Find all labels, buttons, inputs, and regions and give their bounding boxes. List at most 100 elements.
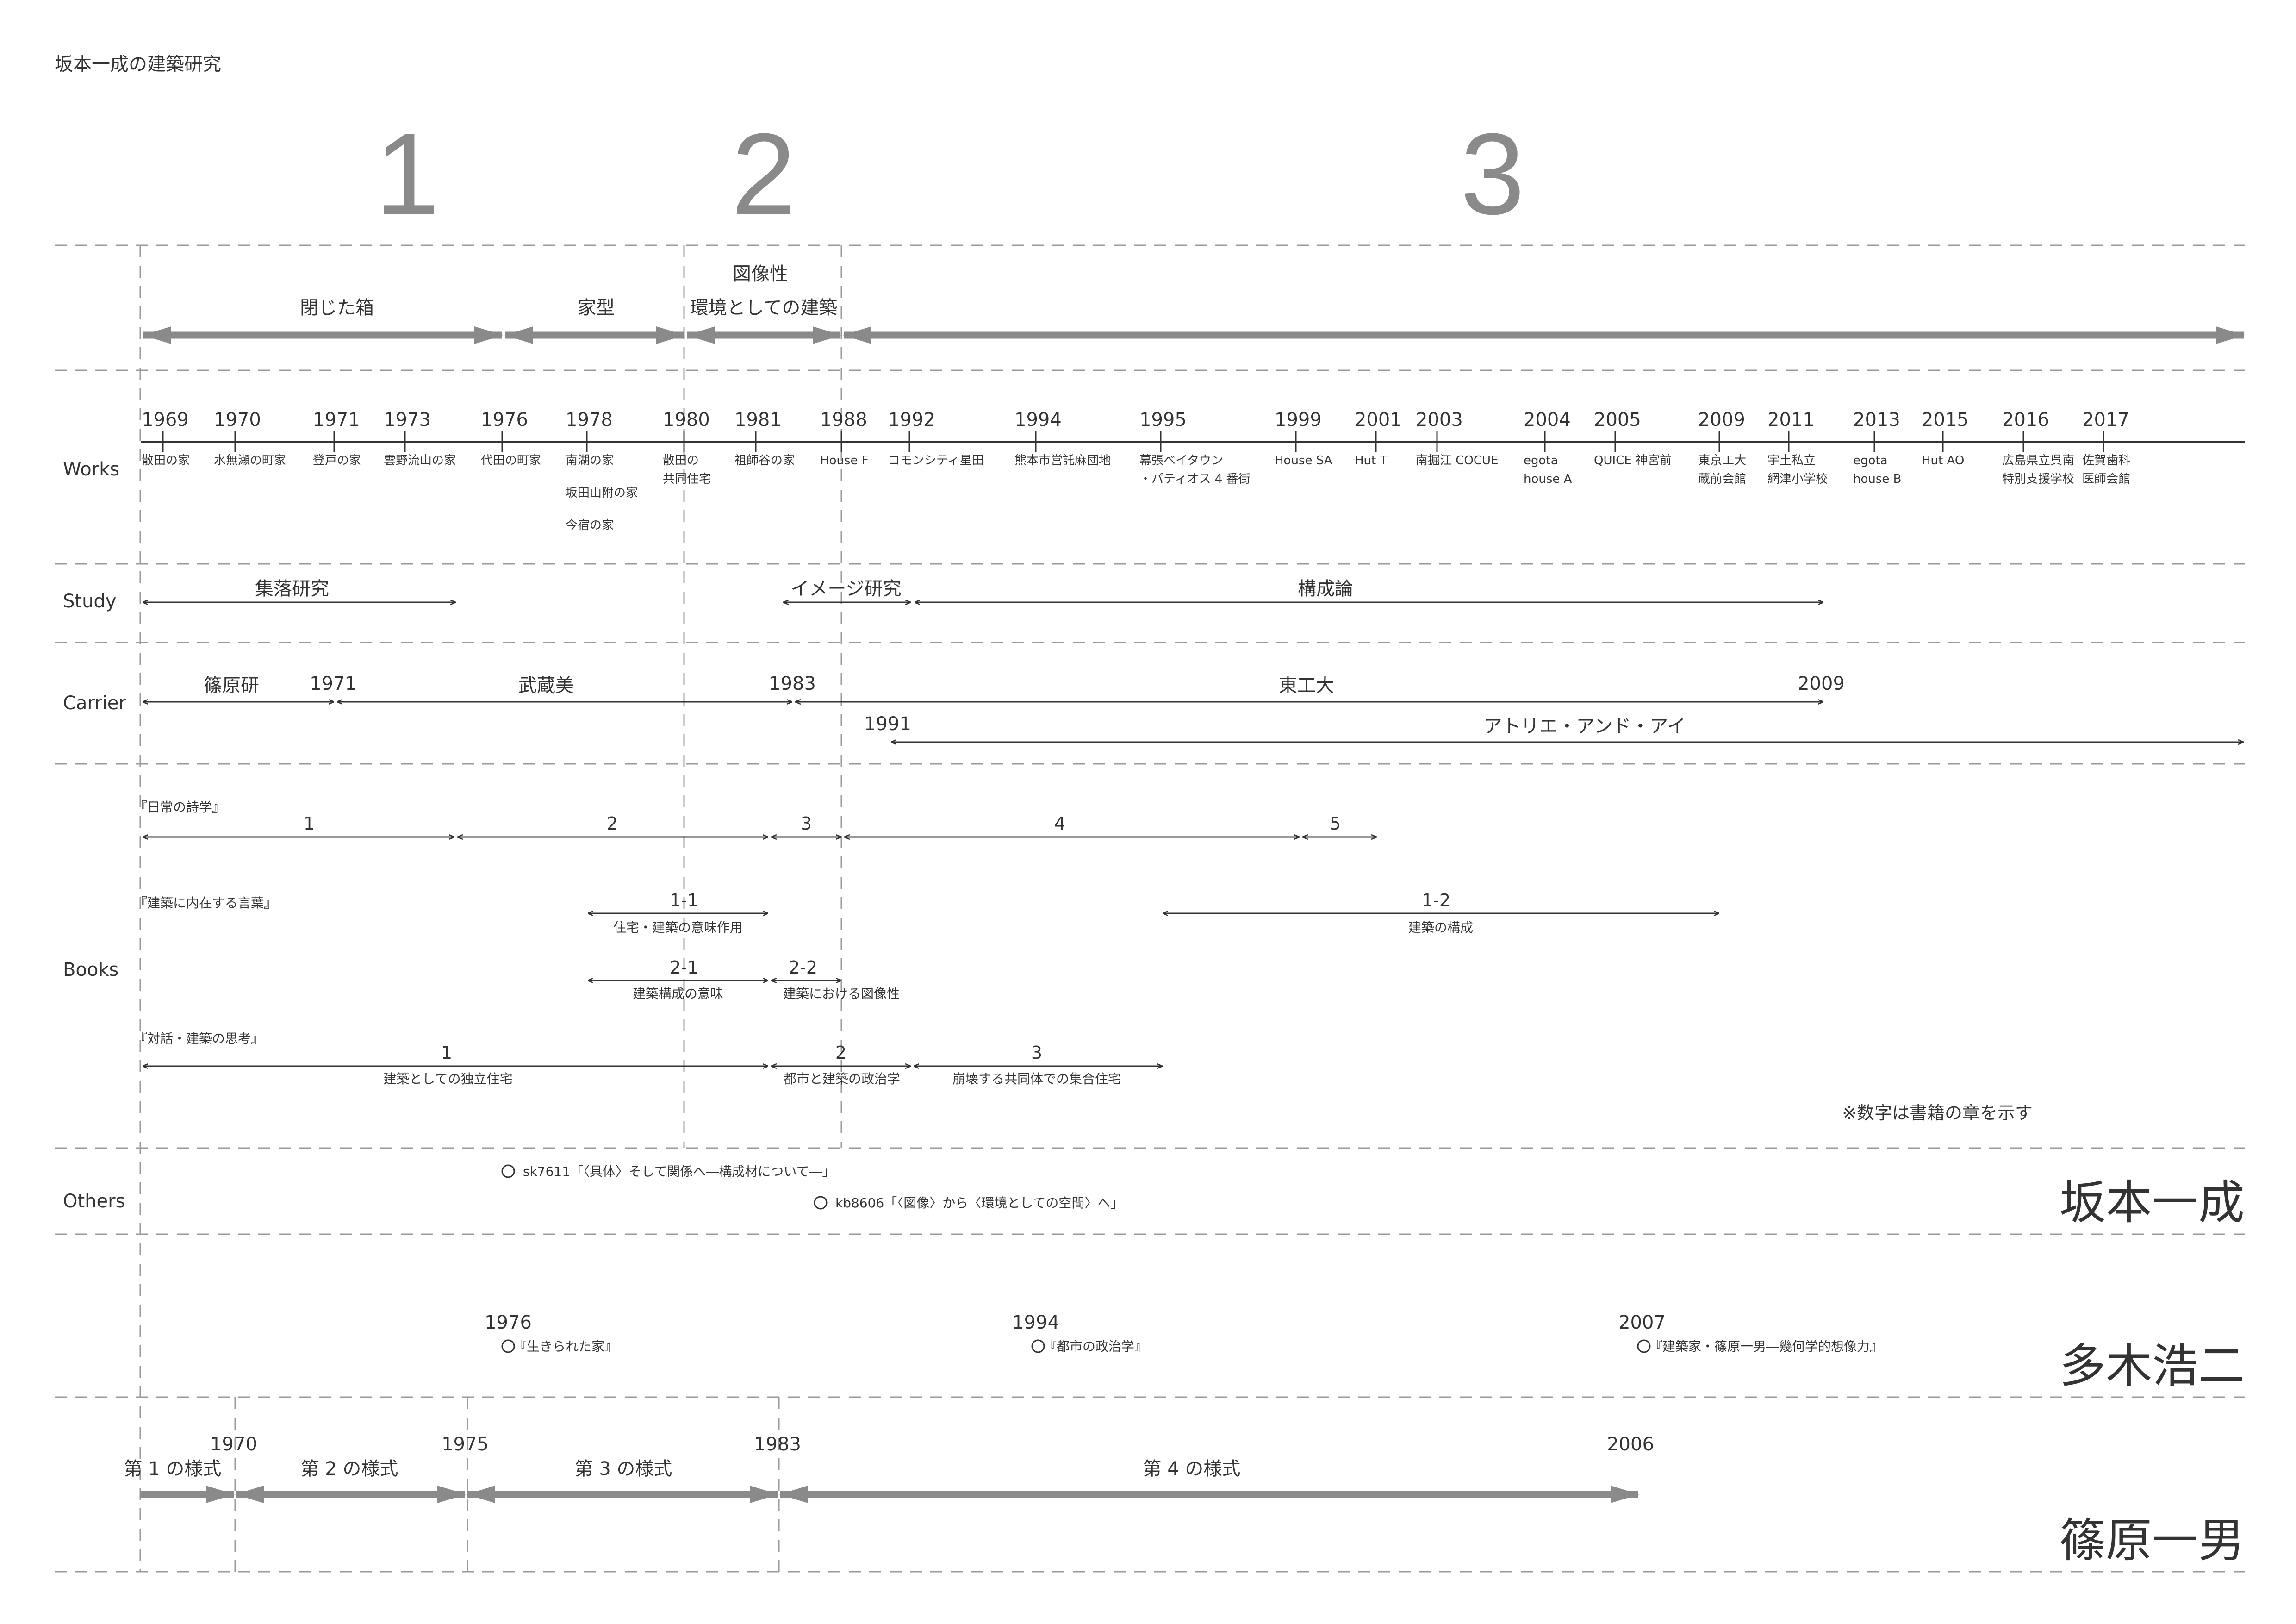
- page-title: 坂本一成の建築研究: [55, 54, 221, 75]
- work-name: 散田の: [663, 454, 699, 468]
- work-year: 1994: [1014, 409, 1062, 431]
- shinohara-style-4: 第 4 の様式: [1143, 1458, 1241, 1480]
- shinohara-style-1: 第 1 の様式: [124, 1458, 222, 1480]
- phase-2-number: 2: [731, 109, 796, 238]
- section-label-study: Study: [63, 591, 117, 612]
- name-shinohara: 篠原一男: [2060, 1513, 2245, 1568]
- shinohara-style-3: 第 3 の様式: [575, 1458, 672, 1480]
- phase-3-number: 3: [1460, 109, 1524, 238]
- shinohara-year-2006: 2006: [1607, 1434, 1654, 1455]
- work-year: 1969: [142, 409, 189, 431]
- work-year: 2009: [1698, 409, 1745, 431]
- carrier-label-tokyo-tech: 東工大: [1279, 675, 1334, 696]
- work-name: 南湖の家: [566, 454, 614, 468]
- book-2-chapter-2-2-title: 建築における図像性: [783, 986, 900, 1001]
- others-bullet-2: [814, 1196, 828, 1210]
- book-title-dialogue: 『対話・建築の思考』: [134, 1031, 264, 1046]
- carrier-label-musabi: 武蔵美: [518, 675, 574, 696]
- work-name: 東京工大: [1698, 454, 1746, 468]
- taki-bullet-2: [1031, 1339, 1045, 1353]
- carrier-label-shinohara-lab: 篠原研: [204, 675, 259, 696]
- book-3-chapter-1: 1: [441, 1043, 452, 1063]
- work-name: 共同住宅: [663, 472, 711, 486]
- work-year: 1973: [384, 409, 431, 431]
- work-year: 1976: [481, 409, 528, 431]
- work-year: 2016: [2002, 409, 2049, 431]
- book-1-chapter-4: 4: [1054, 813, 1065, 834]
- book-2-chapter-2-1: 2-1: [670, 957, 698, 978]
- taki-book-2: 『都市の政治学』: [1044, 1339, 1147, 1354]
- book-2-chapter-1-2-title: 建築の構成: [1408, 920, 1473, 935]
- shinohara-style-2: 第 2 の様式: [301, 1458, 398, 1480]
- work-name: House SA: [1275, 454, 1332, 468]
- book-3-chapter-2-title: 都市と建築の政治学: [784, 1071, 900, 1087]
- work-name: House F: [820, 454, 869, 468]
- work-name: 幕張ベイタウン: [1139, 454, 1223, 468]
- book-2-chapter-1-1: 1-1: [670, 890, 698, 911]
- book-3-chapter-3: 3: [1031, 1043, 1042, 1063]
- work-year: 2001: [1355, 409, 1402, 431]
- carrier-year-1983: 1983: [769, 673, 816, 694]
- section-label-books: Books: [63, 959, 118, 981]
- taki-book-1: 『生きられた家』: [514, 1339, 617, 1354]
- work-name: Hut T: [1355, 454, 1387, 468]
- work-name: 坂田山附の家: [566, 486, 638, 500]
- book-2-chapter-1-2: 1-2: [1422, 890, 1450, 911]
- work-name: 熊本市営託麻団地: [1014, 454, 1111, 468]
- taki-bullet-3: [1637, 1339, 1651, 1353]
- work-year: 2017: [2082, 409, 2129, 431]
- work-name: 祖師谷の家: [734, 454, 795, 468]
- work-item: 1994 熊本市営託麻団地: [1014, 409, 1111, 468]
- taki-year-1976: 1976: [485, 1312, 532, 1333]
- work-name: 登戸の家: [313, 454, 361, 468]
- work-name: 今宿の家: [566, 518, 614, 532]
- study-label-settlement: 集落研究: [255, 578, 329, 600]
- book-title-inherent-words: 『建築に内在する言葉』: [134, 895, 277, 911]
- work-year: 1999: [1275, 409, 1322, 431]
- work-name: 水無瀬の町家: [214, 454, 286, 468]
- period-label-closed-box: 閉じた箱: [300, 297, 374, 319]
- work-name: 佐賀歯科: [2082, 454, 2130, 468]
- shinohara-year-1970: 1970: [210, 1434, 257, 1455]
- work-year: 2013: [1853, 409, 1900, 431]
- work-name: house B: [1853, 472, 1902, 486]
- shinohara-year-1975: 1975: [442, 1434, 489, 1455]
- section-label-works: Works: [63, 459, 119, 480]
- work-name: 特別支援学校: [2002, 472, 2074, 486]
- work-name: 医師会館: [2082, 472, 2130, 486]
- period-label-figuration: 図像性: [733, 263, 788, 285]
- work-year: 1978: [566, 409, 613, 431]
- works-items: 1969散田の家1970水無瀬の町家1971登戸の家1973雲野流山の家1976…: [142, 409, 2130, 532]
- study-label-composition: 構成論: [1298, 578, 1353, 600]
- work-year: 2005: [1594, 409, 1641, 431]
- work-name: QUICE 神宮前: [1594, 454, 1672, 468]
- work-year: 1980: [663, 409, 710, 431]
- book-3-chapter-1-title: 建築としての独立住宅: [383, 1071, 512, 1087]
- book-2-chapter-2-1-title: 建築構成の意味: [633, 986, 723, 1001]
- name-sakamoto: 坂本一成: [2060, 1175, 2245, 1230]
- taki-year-2007: 2007: [1618, 1312, 1666, 1333]
- work-name: 広島県立呉南: [2002, 454, 2074, 468]
- work-name: ・パティオス 4 番街: [1139, 472, 1251, 486]
- book-1-chapter-2: 2: [607, 813, 618, 834]
- phase-1-number: 1: [375, 109, 439, 238]
- book-title-daily-poetics: 『日常の詩学』: [134, 800, 225, 815]
- section-separators: [55, 244, 2245, 1573]
- work-year: 1971: [313, 409, 360, 431]
- work-name: 代田の町家: [481, 454, 541, 468]
- work-item: 1971 登戸の家: [313, 409, 361, 468]
- book-2-chapter-2-2: 2-2: [789, 957, 817, 978]
